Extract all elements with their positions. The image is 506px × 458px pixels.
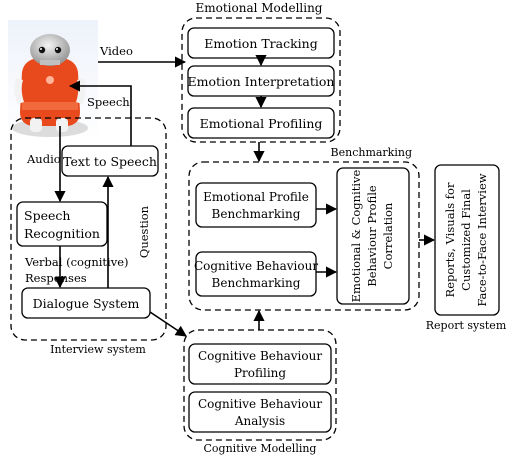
box-cognitive-behaviour-benchmarking <box>195 251 317 297</box>
box-correlation-line3: Correlation <box>381 202 395 269</box>
box-speech-recognition-line2: Recognition <box>24 226 100 241</box>
box-cognitive-behaviour-analysis-line2: Analysis <box>234 414 285 428</box>
box-cognitive-behaviour-benchmarking-line2: Benchmarking <box>212 276 301 290</box>
edge-label-verbal-line2: Responses <box>25 271 87 285</box>
box-reports-text: Reports, Visuals for Customized Final Fa… <box>443 173 489 306</box>
edge-label-verbal-line1: Verbal (cognitive) <box>24 255 129 269</box>
box-cognitive-behaviour-analysis-line1: Cognitive Behaviour <box>198 397 322 411</box>
group-interview-system <box>10 117 167 341</box>
box-cognitive-behaviour-profiling-line1: Cognitive Behaviour <box>198 349 322 363</box>
group-benchmarking <box>188 161 420 311</box>
group-label-emotional-modelling: Emotional Modelling <box>195 1 322 15</box>
box-emotional-profile-benchmarking-line1: Emotional Profile <box>203 190 309 204</box>
box-speech-recognition-line1: Speech <box>24 208 70 223</box>
box-correlation-line1: Emotional & Cognitive <box>349 169 363 302</box>
box-cognitive-behaviour-benchmarking-line1: Cognitive Behaviour <box>194 259 318 273</box>
group-cognitive-modelling <box>183 329 337 441</box>
box-correlation-text: Emotional & Cognitive Behaviour Profile … <box>349 169 395 302</box>
box-dialogue-system <box>21 287 151 319</box>
robot-photo <box>8 20 98 142</box>
group-label-benchmarking: Benchmarking <box>331 146 412 159</box>
box-correlation <box>336 167 410 305</box>
box-cognitive-behaviour-analysis <box>188 391 332 433</box>
box-emotion-interpretation-label: Emotion Interpretation <box>188 74 335 89</box>
box-correlation-line2: Behaviour Profile <box>365 185 379 287</box>
box-emotional-profile-benchmarking-line2: Benchmarking <box>212 207 301 221</box>
edge-speech <box>68 80 132 146</box>
group-label-cognitive-modelling: Cognitive Modelling <box>204 442 317 455</box>
box-reports-line2: Customized Final <box>459 189 473 291</box>
edge-label-question: Question <box>137 205 151 258</box>
box-cognitive-behaviour-profiling-line2: Profiling <box>234 366 286 380</box>
edges <box>54 54 436 337</box>
box-emotional-profiling-label: Emotional Profiling <box>200 116 323 131</box>
edge-dialogue-cognitive <box>149 311 187 337</box>
box-reports-line1: Reports, Visuals for <box>443 182 457 297</box>
box-dialogue-system-label: Dialogue System <box>33 296 140 311</box>
box-text-to-speech-label: Text to Speech <box>63 154 157 169</box>
group-emotional-modelling <box>181 17 341 143</box>
edge-label-audio: Audio <box>26 152 61 166</box>
edge-label-video: Video <box>99 44 133 58</box>
box-emotion-tracking-label: Emotion Tracking <box>204 36 317 51</box>
box-reports-line3: Face-to-Face Interview <box>475 173 489 306</box>
edge-label-speech: Speech <box>87 95 130 109</box>
box-emotional-profile-benchmarking <box>195 182 317 228</box>
group-label-interview-system: Interview system <box>50 343 146 356</box>
group-label-report-system: Report system <box>426 319 506 332</box>
box-cognitive-behaviour-profiling <box>188 343 332 385</box>
